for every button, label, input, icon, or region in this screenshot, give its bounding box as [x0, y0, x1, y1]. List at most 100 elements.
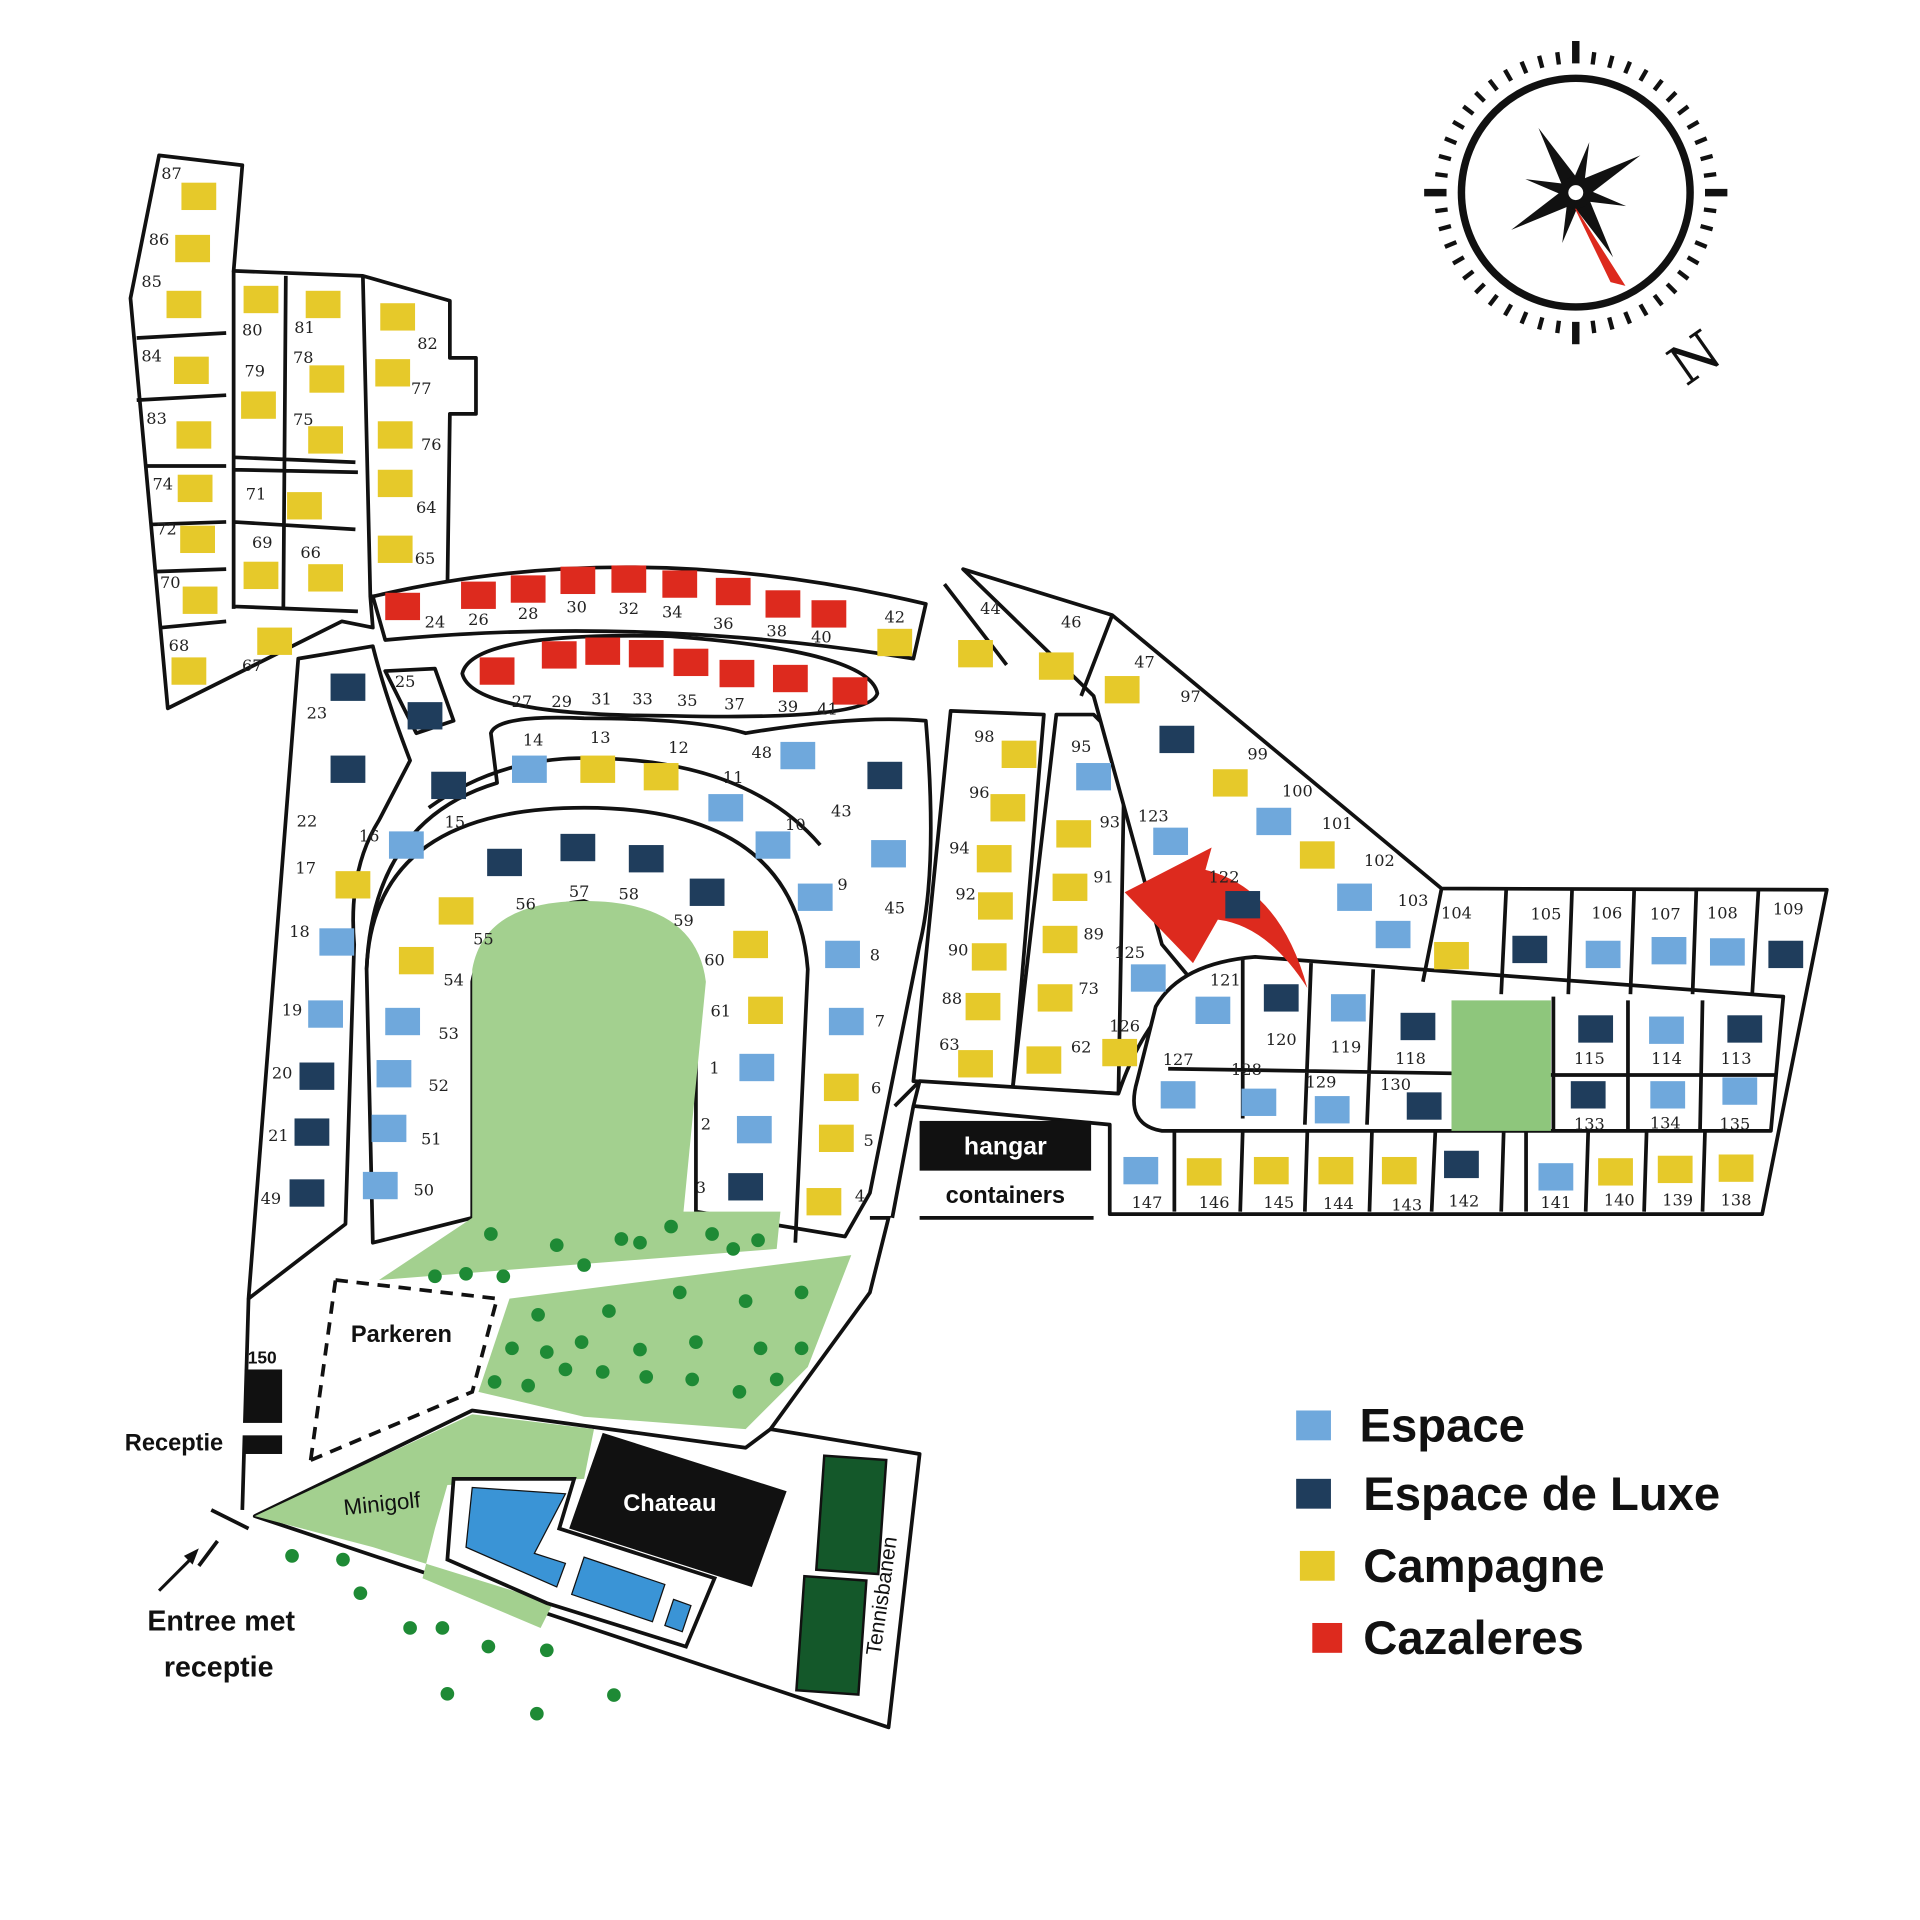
plot-14[interactable]: 14 — [512, 731, 547, 783]
plot-44[interactable]: 44 — [958, 599, 1001, 668]
plot-69[interactable]: 69 — [243, 533, 279, 590]
plot-47[interactable]: 47 — [1104, 652, 1155, 704]
plot-21[interactable]: 21 — [268, 1118, 330, 1146]
plot-52[interactable]: 52 — [376, 1060, 449, 1095]
plot-78[interactable]: 78 — [293, 348, 345, 393]
plot-37[interactable]: 37 — [719, 659, 755, 714]
plot-75[interactable]: 75 — [293, 410, 343, 454]
plot-102[interactable]: 102 — [1337, 851, 1395, 911]
plot-50[interactable]: 50 — [362, 1171, 434, 1200]
plot-125[interactable]: 125 — [1114, 943, 1166, 992]
plot-89[interactable]: 89 — [1042, 924, 1104, 954]
plot-90[interactable]: 90 — [948, 941, 1007, 971]
plot-2[interactable]: 2 — [701, 1115, 772, 1144]
plot-72[interactable]: 72 — [156, 519, 215, 554]
plot-29[interactable]: 29 — [541, 641, 577, 711]
plot-97[interactable]: 97 — [1159, 687, 1201, 754]
plot-106[interactable]: 106 — [1585, 903, 1623, 969]
plot-139[interactable]: 139 — [1657, 1155, 1693, 1210]
plot-16[interactable]: 16 — [359, 826, 424, 859]
plot-55[interactable]: 55 — [438, 897, 494, 948]
plot-53[interactable]: 53 — [385, 1007, 459, 1043]
plot-25[interactable]: 25 — [395, 672, 443, 730]
plot-58[interactable]: 58 — [619, 845, 664, 904]
plot-80[interactable]: 80 — [242, 285, 279, 340]
plot-79[interactable]: 79 — [241, 362, 276, 419]
plot-87[interactable]: 87 — [161, 164, 217, 211]
plot-18[interactable]: 18 — [289, 922, 355, 956]
plot-27[interactable]: 27 — [479, 657, 533, 711]
plot-60[interactable]: 60 — [704, 930, 768, 970]
plot-95[interactable]: 95 — [1071, 737, 1111, 791]
plot-24[interactable]: 24 — [385, 592, 445, 632]
plot-127[interactable]: 127 — [1160, 1050, 1196, 1109]
plot-115[interactable]: 115 — [1574, 1015, 1614, 1068]
plot-46[interactable]: 46 — [1038, 613, 1082, 680]
plot-134[interactable]: 134 — [1650, 1081, 1686, 1132]
plot-54[interactable]: 54 — [398, 946, 464, 990]
plot-145[interactable]: 145 — [1253, 1156, 1294, 1212]
plot-20[interactable]: 20 — [272, 1062, 335, 1090]
plot-147[interactable]: 147 — [1123, 1156, 1162, 1212]
plot-135[interactable]: 135 — [1719, 1077, 1758, 1134]
plot-4[interactable]: 4 — [806, 1187, 866, 1216]
plot-121[interactable]: 121 — [1195, 970, 1241, 1024]
plot-144[interactable]: 144 — [1318, 1156, 1354, 1213]
plot-61[interactable]: 61 — [711, 996, 783, 1024]
plot-31[interactable]: 31 — [585, 637, 621, 709]
plot-11[interactable]: 11 — [708, 768, 743, 822]
plot-13[interactable]: 13 — [580, 728, 616, 783]
plot-62[interactable]: 62 — [1026, 1038, 1091, 1074]
plot-23[interactable]: 23 — [307, 673, 366, 723]
plot-68[interactable]: 68 — [169, 636, 207, 685]
plot-101[interactable]: 101 — [1299, 814, 1353, 869]
plot-118[interactable]: 118 — [1395, 1012, 1436, 1068]
plot-38[interactable]: 38 — [765, 590, 801, 640]
plot-77[interactable]: 77 — [375, 359, 432, 398]
plot-5[interactable]: 5 — [818, 1124, 874, 1152]
plot-146[interactable]: 146 — [1186, 1158, 1230, 1212]
plot-7[interactable]: 7 — [828, 1007, 885, 1036]
plot-1[interactable]: 1 — [709, 1053, 775, 1082]
plot-67[interactable]: 67 — [242, 627, 293, 675]
plot-66[interactable]: 66 — [300, 543, 343, 592]
plot-73[interactable]: 73 — [1037, 979, 1099, 1012]
plot-119[interactable]: 119 — [1330, 994, 1366, 1057]
plot-107[interactable]: 107 — [1650, 905, 1687, 965]
plot-133[interactable]: 133 — [1570, 1081, 1606, 1134]
plot-34[interactable]: 34 — [662, 570, 698, 622]
plot-48[interactable]: 48 — [752, 741, 816, 770]
plot-93[interactable]: 93 — [1056, 813, 1120, 848]
plot-26[interactable]: 26 — [461, 581, 496, 629]
plot-36[interactable]: 36 — [713, 577, 751, 633]
plot-138[interactable]: 138 — [1718, 1154, 1754, 1209]
plot-88[interactable]: 88 — [942, 989, 1001, 1021]
plot-96[interactable]: 96 — [969, 783, 1026, 822]
plot-83[interactable]: 83 — [146, 409, 212, 449]
plot-9[interactable]: 9 — [797, 875, 848, 911]
plot-81[interactable]: 81 — [294, 290, 341, 337]
plot-45[interactable]: 45 — [871, 840, 906, 917]
plot-57[interactable]: 57 — [560, 833, 596, 901]
plot-130[interactable]: 130 — [1380, 1075, 1442, 1120]
plot-99[interactable]: 99 — [1212, 744, 1268, 797]
plot-64[interactable]: 64 — [377, 469, 437, 517]
plot-12[interactable]: 12 — [643, 738, 689, 791]
plot-51[interactable]: 51 — [371, 1114, 442, 1149]
plot-103[interactable]: 103 — [1375, 891, 1429, 949]
plot-41[interactable]: 41 — [817, 677, 868, 719]
plot-15[interactable]: 15 — [431, 771, 467, 832]
plot-33[interactable]: 33 — [628, 640, 664, 709]
plot-42[interactable]: 42 — [877, 608, 913, 657]
plot-35[interactable]: 35 — [673, 648, 709, 710]
plot-63[interactable]: 63 — [939, 1035, 993, 1078]
plot-22[interactable]: 22 — [297, 755, 366, 831]
plot-109[interactable]: 109 — [1768, 900, 1804, 969]
plot-76[interactable]: 76 — [377, 421, 442, 454]
plot-71[interactable]: 71 — [246, 485, 322, 520]
plot-105[interactable]: 105 — [1512, 905, 1561, 964]
plot-8[interactable]: 8 — [825, 940, 880, 969]
plot-74[interactable]: 74 — [153, 475, 213, 503]
plot-126[interactable]: 126 — [1102, 1016, 1140, 1067]
plot-123[interactable]: 123 — [1138, 806, 1189, 855]
